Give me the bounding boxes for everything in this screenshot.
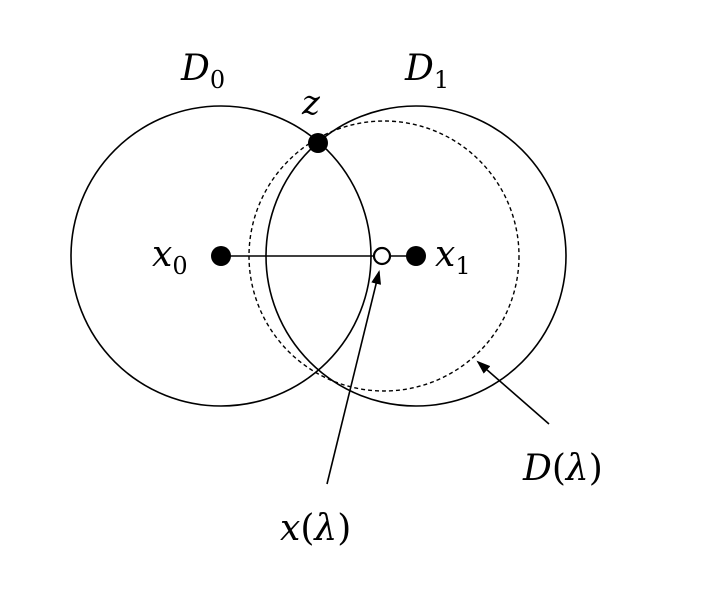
label-x-lambda: x(λ) xyxy=(280,508,351,549)
label-d1: D1 xyxy=(404,48,449,94)
arrow-x-lambda xyxy=(326,270,381,485)
point-x-lambda xyxy=(372,246,392,266)
label-x1: x1 xyxy=(435,234,471,280)
label-z: z xyxy=(301,83,321,123)
label-d-lambda: D(λ) xyxy=(522,448,603,489)
arrow-d-lambda xyxy=(476,360,550,425)
point-x0 xyxy=(211,246,231,266)
label-x0: x0 xyxy=(152,234,188,280)
label-d0: D0 xyxy=(180,48,225,94)
point-z xyxy=(308,133,328,153)
point-x1 xyxy=(406,246,426,266)
